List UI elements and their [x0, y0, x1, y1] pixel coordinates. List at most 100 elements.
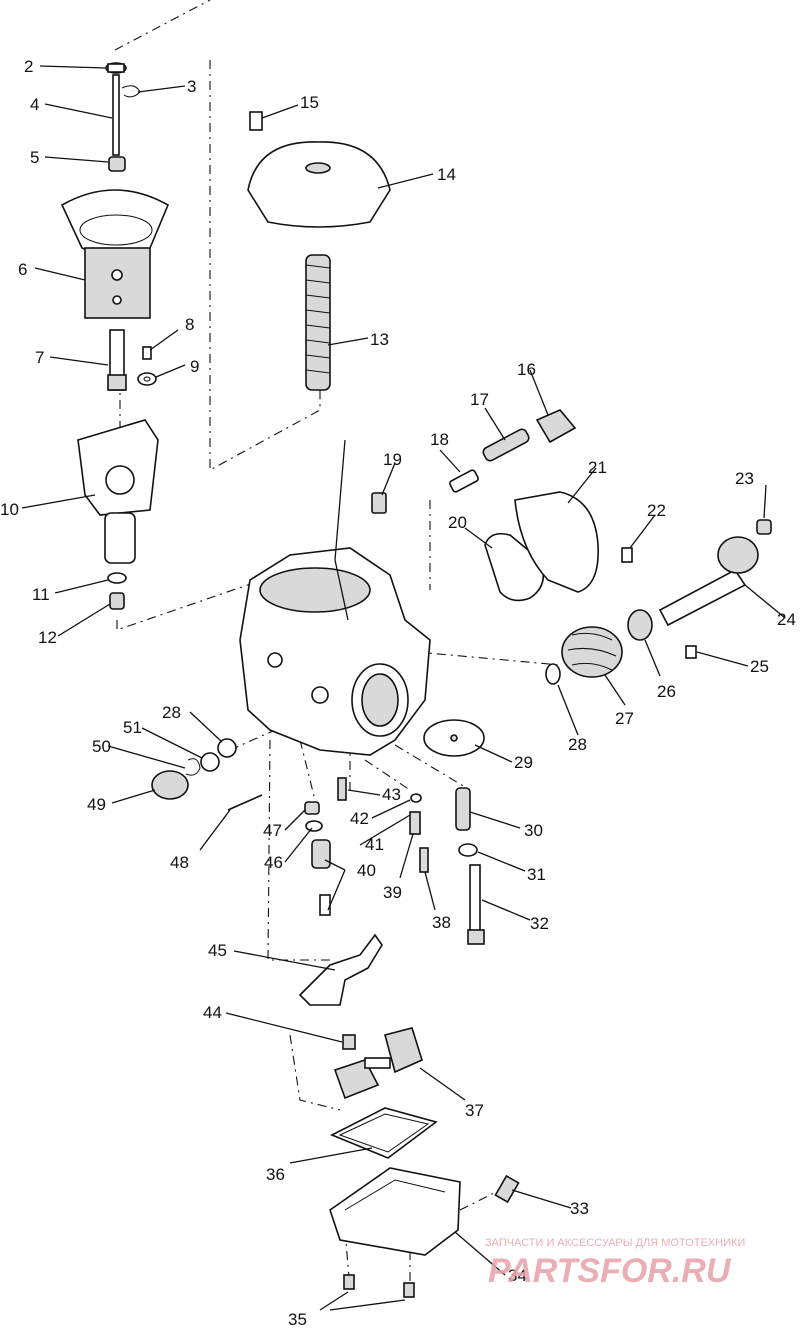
part-39-jet	[409, 811, 421, 835]
part-2-nut	[105, 62, 127, 74]
watermark-tagline: ЗАПЧАСТИ И АКСЕССУАРЫ ДЛЯ МОТОТЕХНИКИ	[485, 1237, 745, 1249]
part-12-nut	[109, 592, 125, 610]
watermark-brand: PARTSFOR.RU	[488, 1252, 732, 1290]
label-37: 37	[465, 1101, 484, 1120]
part-33-screw	[494, 1174, 520, 1204]
part-23-nut	[756, 519, 772, 535]
part-36-gasket	[330, 1107, 438, 1159]
part-4-needle-rod	[112, 74, 120, 156]
part-34-float-bowl	[329, 1167, 461, 1256]
watermark: ЗАПЧАСТИ И АКСЕССУАРЫ ДЛЯ МОТОТЕХНИКИ PA…	[485, 1237, 745, 1290]
part-51-seal	[200, 752, 220, 772]
part-50-clip	[185, 758, 201, 776]
label-20: 20	[448, 513, 467, 532]
label-4: 4	[30, 95, 39, 114]
label-6: 6	[18, 260, 27, 279]
part-37-float	[333, 1027, 423, 1100]
label-46: 46	[264, 853, 283, 872]
part-44-screw	[342, 1034, 356, 1050]
part-30-spring	[455, 787, 471, 831]
label-8: 8	[185, 315, 194, 334]
part-15-screw	[249, 111, 263, 131]
part-7-jet-needle-holder	[107, 329, 127, 391]
label-38: 38	[432, 913, 451, 932]
part-16-plug	[535, 409, 577, 444]
label-35: 35	[288, 1310, 307, 1329]
label-7: 7	[35, 348, 44, 367]
label-18: 18	[430, 430, 449, 449]
part-32-screw	[467, 864, 485, 945]
label-48: 48	[170, 853, 189, 872]
label-29: 29	[514, 753, 533, 772]
label-39: 39	[383, 883, 402, 902]
label-34: 34	[508, 1266, 527, 1285]
part-3-clip	[121, 85, 141, 98]
part-9-washer	[137, 372, 157, 386]
part-46-47-fittings	[304, 801, 323, 832]
label-11: 11	[32, 585, 50, 604]
label-42: 42	[350, 809, 369, 828]
part-19-jet	[371, 492, 387, 514]
part-35-screws	[343, 1274, 415, 1298]
label-41: 41	[365, 835, 384, 854]
label-26: 26	[657, 682, 676, 701]
part-28-seal-left	[217, 738, 237, 758]
part-18-needle	[449, 469, 479, 493]
part-27-spring	[561, 626, 623, 678]
label-49: 49	[87, 795, 106, 814]
label-19: 19	[383, 450, 402, 469]
part-49-cap	[151, 770, 189, 800]
label-28-left: 28	[162, 703, 181, 722]
label-44: 44	[203, 1003, 222, 1022]
part-13-spring	[305, 254, 331, 391]
part-38-needle-valve	[419, 847, 429, 873]
part-24-throttle-shaft	[658, 536, 759, 627]
label-12: 12	[38, 628, 57, 647]
label-2: 2	[24, 57, 33, 76]
label-45: 45	[208, 941, 227, 960]
part-5-washer	[108, 156, 126, 172]
part-10-throttle-slide	[77, 419, 159, 564]
label-30: 30	[524, 821, 543, 840]
label-3: 3	[187, 77, 196, 96]
label-15: 15	[300, 93, 319, 112]
label-43: 43	[382, 785, 401, 804]
part-40-main-jet	[311, 839, 331, 916]
part-21-cover	[514, 491, 599, 593]
label-21: 21	[588, 458, 607, 477]
part-29-disc	[423, 719, 485, 757]
part-14-top-cover	[247, 141, 391, 228]
label-22: 22	[647, 501, 666, 520]
label-9: 9	[190, 357, 199, 376]
part-11-washer	[107, 572, 127, 584]
label-40: 40	[357, 861, 376, 880]
part-25-screw	[685, 645, 697, 659]
label-47: 47	[263, 821, 282, 840]
label-31: 31	[527, 865, 546, 884]
part-45-bracket	[298, 933, 383, 1006]
label-23: 23	[735, 469, 754, 488]
part-26-bushing	[627, 609, 653, 641]
label-16: 16	[517, 360, 536, 379]
part-48-pin	[227, 794, 263, 811]
part-17-spring	[482, 428, 530, 462]
part-28-seal-right	[545, 663, 561, 685]
label-36: 36	[266, 1165, 285, 1184]
label-27: 27	[615, 709, 634, 728]
label-51: 51	[123, 718, 142, 737]
callout-labels: 2 3 4 5 6 7 8 9 10 11 12 13 14 15 16 17 …	[0, 57, 796, 1329]
part-41-42-43-small-parts	[337, 777, 422, 803]
label-13: 13	[370, 330, 389, 349]
part-20-gasket	[484, 532, 545, 602]
part-22-screw	[621, 547, 633, 563]
part-1-carburetor-body	[239, 547, 431, 756]
label-14: 14	[437, 165, 456, 184]
part-31-washer	[458, 843, 478, 857]
label-25: 25	[750, 657, 769, 676]
label-24: 24	[777, 610, 796, 629]
label-17: 17	[470, 390, 489, 409]
label-32: 32	[530, 914, 549, 933]
label-5: 5	[30, 148, 39, 167]
part-6-diaphragm-slide	[60, 189, 170, 319]
